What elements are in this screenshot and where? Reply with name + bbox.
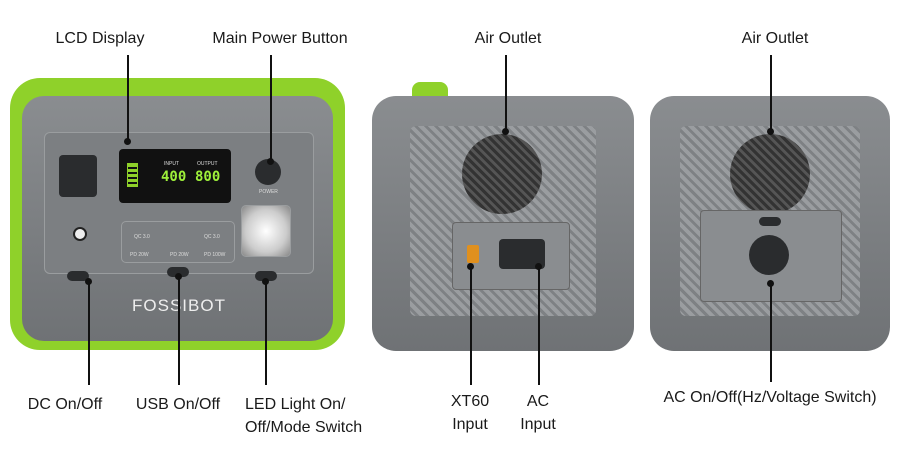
label-ac-line1: AC: [526, 393, 550, 410]
front-unit-body: INPUT 400 OUTPUT 800 POWER QC 3.0 QC 3.0…: [22, 96, 333, 341]
lcd-display: INPUT 400 OUTPUT 800: [119, 149, 231, 203]
lcd-input-label: INPUT: [164, 161, 179, 167]
fan-vent: [462, 134, 542, 214]
led-light: [241, 205, 291, 257]
label-usb-on-off: USB On/Off: [135, 396, 221, 413]
leader-line: [538, 265, 540, 385]
label-dc-on-off: DC On/Off: [27, 396, 103, 413]
usb-on-off-button[interactable]: [167, 267, 189, 277]
label-ac-switch: AC On/Off(Hz/Voltage Switch): [663, 389, 877, 406]
leader-dot: [175, 273, 182, 280]
xt60-port: [467, 245, 479, 263]
led-light-button[interactable]: [255, 271, 277, 281]
usb-port-label: PD 100W: [204, 252, 226, 258]
label-xt60-line1: XT60: [450, 393, 490, 410]
lcd-output-label: OUTPUT: [197, 161, 218, 167]
leader-dot: [535, 263, 542, 270]
usb-panel: QC 3.0 QC 3.0 PD 20W PD 20W PD 100W: [121, 221, 235, 263]
dc-outlet-cover: [59, 155, 97, 197]
leader-dot: [124, 138, 131, 145]
leader-dot: [502, 128, 509, 135]
leader-line: [470, 265, 472, 385]
usb-port-label: QC 3.0: [134, 234, 150, 240]
leader-dot: [262, 278, 269, 285]
dc-5521-port: [73, 227, 87, 241]
usb-port-label: QC 3.0: [204, 234, 220, 240]
leader-dot: [85, 278, 92, 285]
label-xt60-line2: Input: [452, 416, 488, 433]
handle-accent: [412, 82, 448, 96]
label-lcd-display: LCD Display: [55, 30, 145, 47]
label-main-power-button: Main Power Button: [212, 30, 348, 47]
leader-line: [505, 55, 507, 130]
leader-dot: [267, 158, 274, 165]
leader-line: [127, 55, 129, 140]
label-air-outlet-side: Air Outlet: [741, 30, 809, 47]
dc-on-off-button[interactable]: [67, 271, 89, 281]
leader-line: [270, 55, 272, 160]
ac-switch[interactable]: [759, 217, 781, 226]
label-ac-line2: Input: [520, 416, 556, 433]
input-panel: [452, 222, 570, 290]
usb-port-label: PD 20W: [170, 252, 189, 258]
back-grill: [410, 126, 596, 316]
label-ac-input: AC Input: [508, 390, 568, 436]
leader-dot: [767, 128, 774, 135]
fan-vent: [730, 134, 810, 214]
leader-line: [265, 280, 267, 385]
label-led-line1: LED Light On/: [245, 396, 346, 413]
usb-port-label: PD 20W: [130, 252, 149, 258]
side-grill: [680, 126, 860, 316]
leader-dot: [467, 263, 474, 270]
leader-line: [88, 280, 90, 385]
label-led-switch: LED Light On/Off/Mode Switch: [245, 393, 395, 439]
label-air-outlet-back: Air Outlet: [474, 30, 542, 47]
leader-line: [178, 275, 180, 385]
battery-icon: [127, 163, 138, 187]
lcd-input-value: 400: [161, 169, 187, 185]
lcd-output-value: 800: [195, 169, 221, 185]
power-label: POWER: [259, 189, 278, 195]
front-panel: INPUT 400 OUTPUT 800 POWER QC 3.0 QC 3.0…: [44, 132, 314, 281]
leader-line: [770, 282, 772, 382]
label-led-line2: Off/Mode Switch: [245, 419, 363, 436]
back-unit: [372, 82, 634, 351]
ac-outlet: [749, 235, 789, 275]
leader-dot: [767, 280, 774, 287]
leader-line: [770, 55, 772, 130]
